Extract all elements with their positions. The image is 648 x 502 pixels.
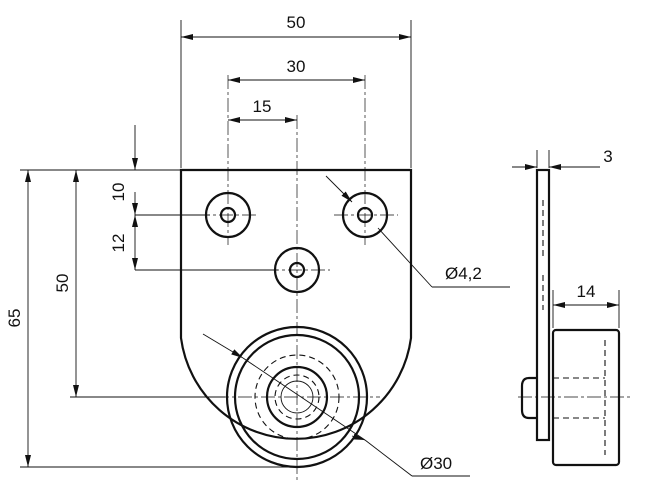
- side-plate: [535, 168, 551, 442]
- dimension-labels: 50 30 15 10 12 50 65 3 14 Ø4,2 Ø30: [5, 13, 613, 473]
- dim-hole-offset: 15: [253, 97, 272, 116]
- plate-outline: [179, 168, 413, 440]
- dim-hole-diameter: Ø4,2: [445, 264, 482, 283]
- dim-total-height: 65: [5, 309, 24, 328]
- side-hub: [520, 376, 537, 420]
- dim-wheel-diameter: Ø30: [420, 454, 452, 473]
- dim-width-top: 50: [287, 13, 306, 32]
- dim-hole-vertical-gap: 12: [109, 234, 128, 253]
- side-view: [518, 168, 630, 467]
- dim-plate-thickness: 3: [603, 147, 612, 166]
- front-view: [179, 75, 413, 480]
- dim-top-to-hole: 10: [109, 183, 128, 202]
- dimension-lines: [20, 20, 620, 477]
- dim-height-to-wheel: 50: [53, 274, 72, 293]
- dim-hole-spacing: 30: [287, 57, 306, 76]
- center-lines-front: [196, 75, 398, 480]
- side-wheel: [551, 328, 621, 467]
- dim-wheel-width: 14: [577, 282, 596, 301]
